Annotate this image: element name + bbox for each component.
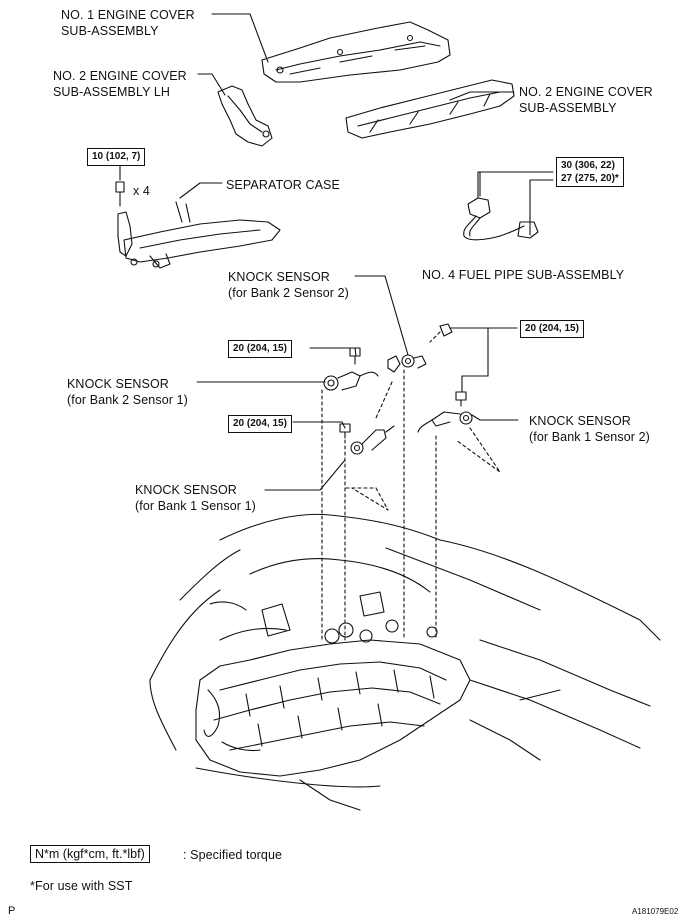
engine-bay-outline <box>149 513 661 811</box>
label-no2-engine-cover-lh-sub: SUB-ASSEMBLY LH <box>53 85 171 99</box>
separator-case-part <box>115 181 281 269</box>
torque-fuel-pipe-line1: 30 (306, 22) <box>561 160 615 171</box>
label-fuel-pipe: NO. 4 FUEL PIPE SUB-ASSEMBLY <box>422 268 625 282</box>
torque-separator-bolt: 10 (102, 7) <box>87 148 146 166</box>
alignment-dashes <box>321 369 501 641</box>
figure-id: A181079E02 <box>632 907 679 916</box>
fuel-pipe-part <box>463 171 539 241</box>
knock-sensor-parts <box>323 323 473 455</box>
legend-torque-unit: N*m (kgf*cm, ft.*lbf) <box>30 845 150 863</box>
no2-engine-cover-lh-part <box>217 85 273 147</box>
label-no1-engine-cover: NO. 1 ENGINE COVER <box>61 8 195 22</box>
label-ks-b1s2-sub: (for Bank 1 Sensor 2) <box>529 430 650 444</box>
label-ks-b1s1-sub: (for Bank 1 Sensor 1) <box>135 499 256 513</box>
label-separator-case: SEPARATOR CASE <box>226 178 340 192</box>
torque-ks-right: 20 (204, 15) <box>520 320 584 338</box>
label-ks-b2s1: KNOCK SENSOR <box>67 377 169 391</box>
label-ks-b1s2: KNOCK SENSOR <box>529 414 631 428</box>
label-ks-b2s2: KNOCK SENSOR <box>228 270 330 284</box>
legend-torque-desc: : Specified torque <box>183 848 283 862</box>
no1-engine-cover-part <box>261 21 451 83</box>
label-ks-b2s2-sub: (for Bank 2 Sensor 2) <box>228 286 349 300</box>
page-marker: P <box>8 905 16 917</box>
label-no2-engine-cover-sub: SUB-ASSEMBLY <box>519 101 617 115</box>
label-ks-b2s1-sub: (for Bank 2 Sensor 1) <box>67 393 188 407</box>
legend-sst-note: *For use with SST <box>30 879 133 893</box>
no2-engine-cover-part <box>345 79 515 139</box>
label-no1-engine-cover-sub: SUB-ASSEMBLY <box>61 24 159 38</box>
leader-lines <box>119 13 554 491</box>
label-no2-engine-cover-lh: NO. 2 ENGINE COVER <box>53 69 187 83</box>
bolt-count: x 4 <box>133 184 150 198</box>
label-no2-engine-cover: NO. 2 ENGINE COVER <box>519 85 653 99</box>
torque-fuel-pipe-line2: 27 (275, 20)* <box>561 173 619 184</box>
torque-ks-upper-left: 20 (204, 15) <box>228 340 292 358</box>
torque-fuel-pipe: 30 (306, 22) 27 (275, 20)* <box>556 157 624 187</box>
label-ks-b1s1: KNOCK SENSOR <box>135 483 237 497</box>
torque-ks-lower-left: 20 (204, 15) <box>228 415 292 433</box>
